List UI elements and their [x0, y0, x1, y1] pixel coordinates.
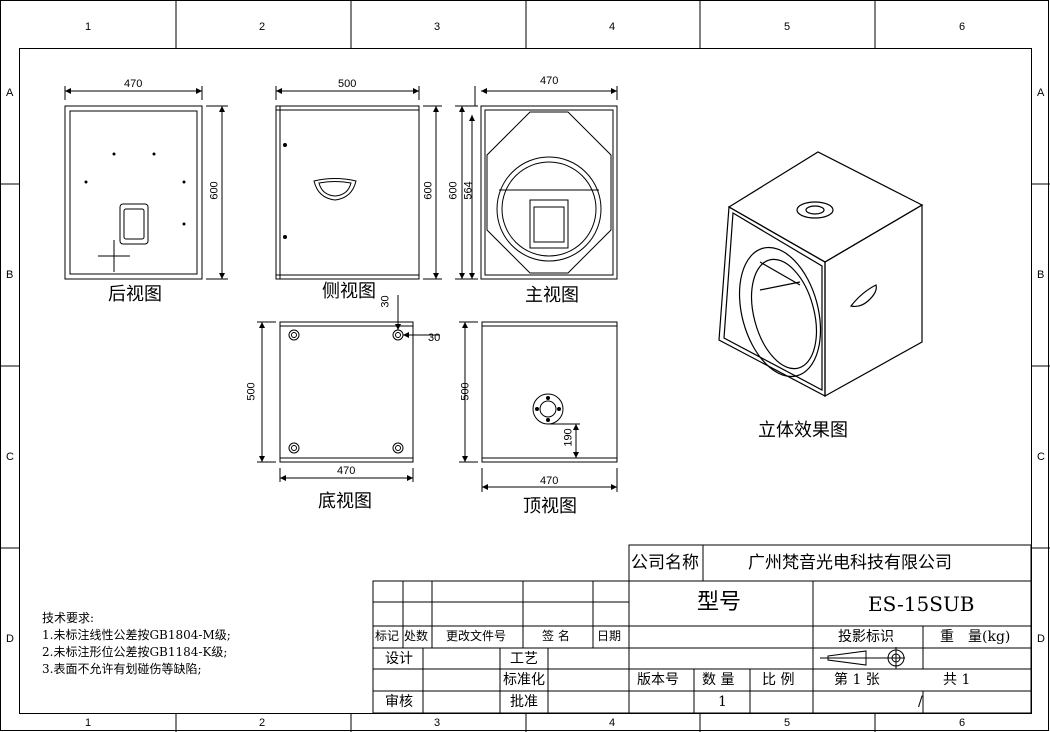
col-label-3: 3: [434, 21, 441, 33]
top-view: [459, 321, 618, 492]
col-label-6: 6: [959, 21, 966, 33]
bottom-view: [257, 295, 440, 482]
iso-view-caption: 立体效果图: [758, 420, 848, 441]
row-label-a-right: A: [1037, 87, 1045, 99]
rev-header-sign: 签 名: [542, 629, 570, 643]
process-label: 工艺: [510, 651, 538, 667]
dim-top-width: 470: [540, 475, 559, 487]
title-block: [372, 544, 1032, 714]
col-label-2-bottom: 2: [259, 717, 266, 729]
sheet-number: 第 1 张: [834, 672, 880, 688]
dim-side-width: 500: [338, 78, 357, 90]
column-dividers: [175, 0, 876, 732]
dim-side-height: 600: [422, 181, 435, 200]
model-value: ES-15SUB: [868, 592, 975, 616]
sheet-total: 共 1: [943, 672, 971, 688]
col-label-2: 2: [259, 21, 266, 33]
row-label-b-right: B: [1037, 269, 1045, 281]
tech-note-2: 2.未标注形位公差按GB1184-K级;: [42, 645, 228, 659]
dim-rear-height: 600: [208, 181, 221, 200]
col-label-1: 1: [85, 21, 92, 33]
col-label-4-bottom: 4: [609, 717, 616, 729]
rear-view: [64, 86, 228, 280]
side-view-caption: 侧视图: [322, 281, 376, 302]
front-view: [455, 86, 618, 280]
row-label-c-right: C: [1037, 451, 1045, 463]
dim-rear-width: 470: [124, 78, 143, 90]
front-view-caption: 主视图: [525, 285, 579, 306]
review-label: 审核: [385, 694, 413, 710]
design-label: 设计: [385, 651, 413, 667]
dim-bottom-width: 470: [337, 465, 356, 477]
projection-label: 投影标识: [838, 629, 894, 645]
dim-front-height-564: 564: [462, 181, 475, 200]
scale-value: /: [918, 694, 923, 710]
model-label: 型号: [697, 590, 742, 615]
top-view-caption: 顶视图: [523, 496, 577, 517]
isometric-view: [718, 151, 924, 398]
dim-top-height: 500: [459, 382, 472, 401]
row-label-b: B: [6, 269, 14, 281]
col-label-4: 4: [609, 21, 616, 33]
rev-header-count: 处数: [404, 629, 429, 643]
rev-header-doc: 更改文件号: [446, 629, 507, 643]
dim-front-height-600: 600: [447, 181, 460, 200]
dim-front-width: 470: [540, 75, 559, 87]
tech-note-3: 3.表面不允许有划碰伤等缺陷;: [42, 662, 202, 676]
company-label: 公司名称: [631, 553, 699, 573]
rev-header-date: 日期: [597, 629, 622, 643]
qty-value: 1: [718, 694, 727, 710]
tech-note-1: 1.未标注线性公差按GB1804-M级;: [42, 628, 231, 642]
col-label-5: 5: [784, 21, 791, 33]
dim-bottom-offset-horizontal: 30: [428, 332, 441, 344]
row-label-a: A: [6, 87, 14, 99]
row-dividers: [0, 183, 1050, 549]
tech-notes-title: 技术要求:: [42, 611, 95, 625]
version-label: 版本号: [637, 672, 679, 688]
rev-header-mark: 标记: [375, 629, 400, 643]
col-label-5-bottom: 5: [784, 717, 791, 729]
rear-view-caption: 后视图: [108, 284, 162, 305]
row-label-d-right: D: [1037, 633, 1045, 645]
col-label-6-bottom: 6: [959, 717, 966, 729]
col-label-3-bottom: 3: [434, 717, 441, 729]
dim-top-offset: 190: [562, 428, 575, 447]
scale-label: 比 例: [762, 672, 795, 688]
row-label-d: D: [6, 633, 14, 645]
weight-label: 重 量(kg): [940, 629, 1011, 645]
side-view: [275, 86, 442, 280]
approve-label: 批准: [510, 694, 538, 710]
company-name: 广州梵音光电科技有限公司: [748, 553, 952, 573]
dim-bottom-height: 500: [245, 382, 258, 401]
dim-bottom-offset-vertical: 30: [379, 295, 392, 308]
qty-label: 数 量: [702, 672, 735, 688]
standard-label: 标准化: [503, 672, 545, 688]
row-label-c: C: [6, 451, 14, 463]
col-label-1-bottom: 1: [85, 717, 92, 729]
bottom-view-caption: 底视图: [318, 491, 372, 512]
